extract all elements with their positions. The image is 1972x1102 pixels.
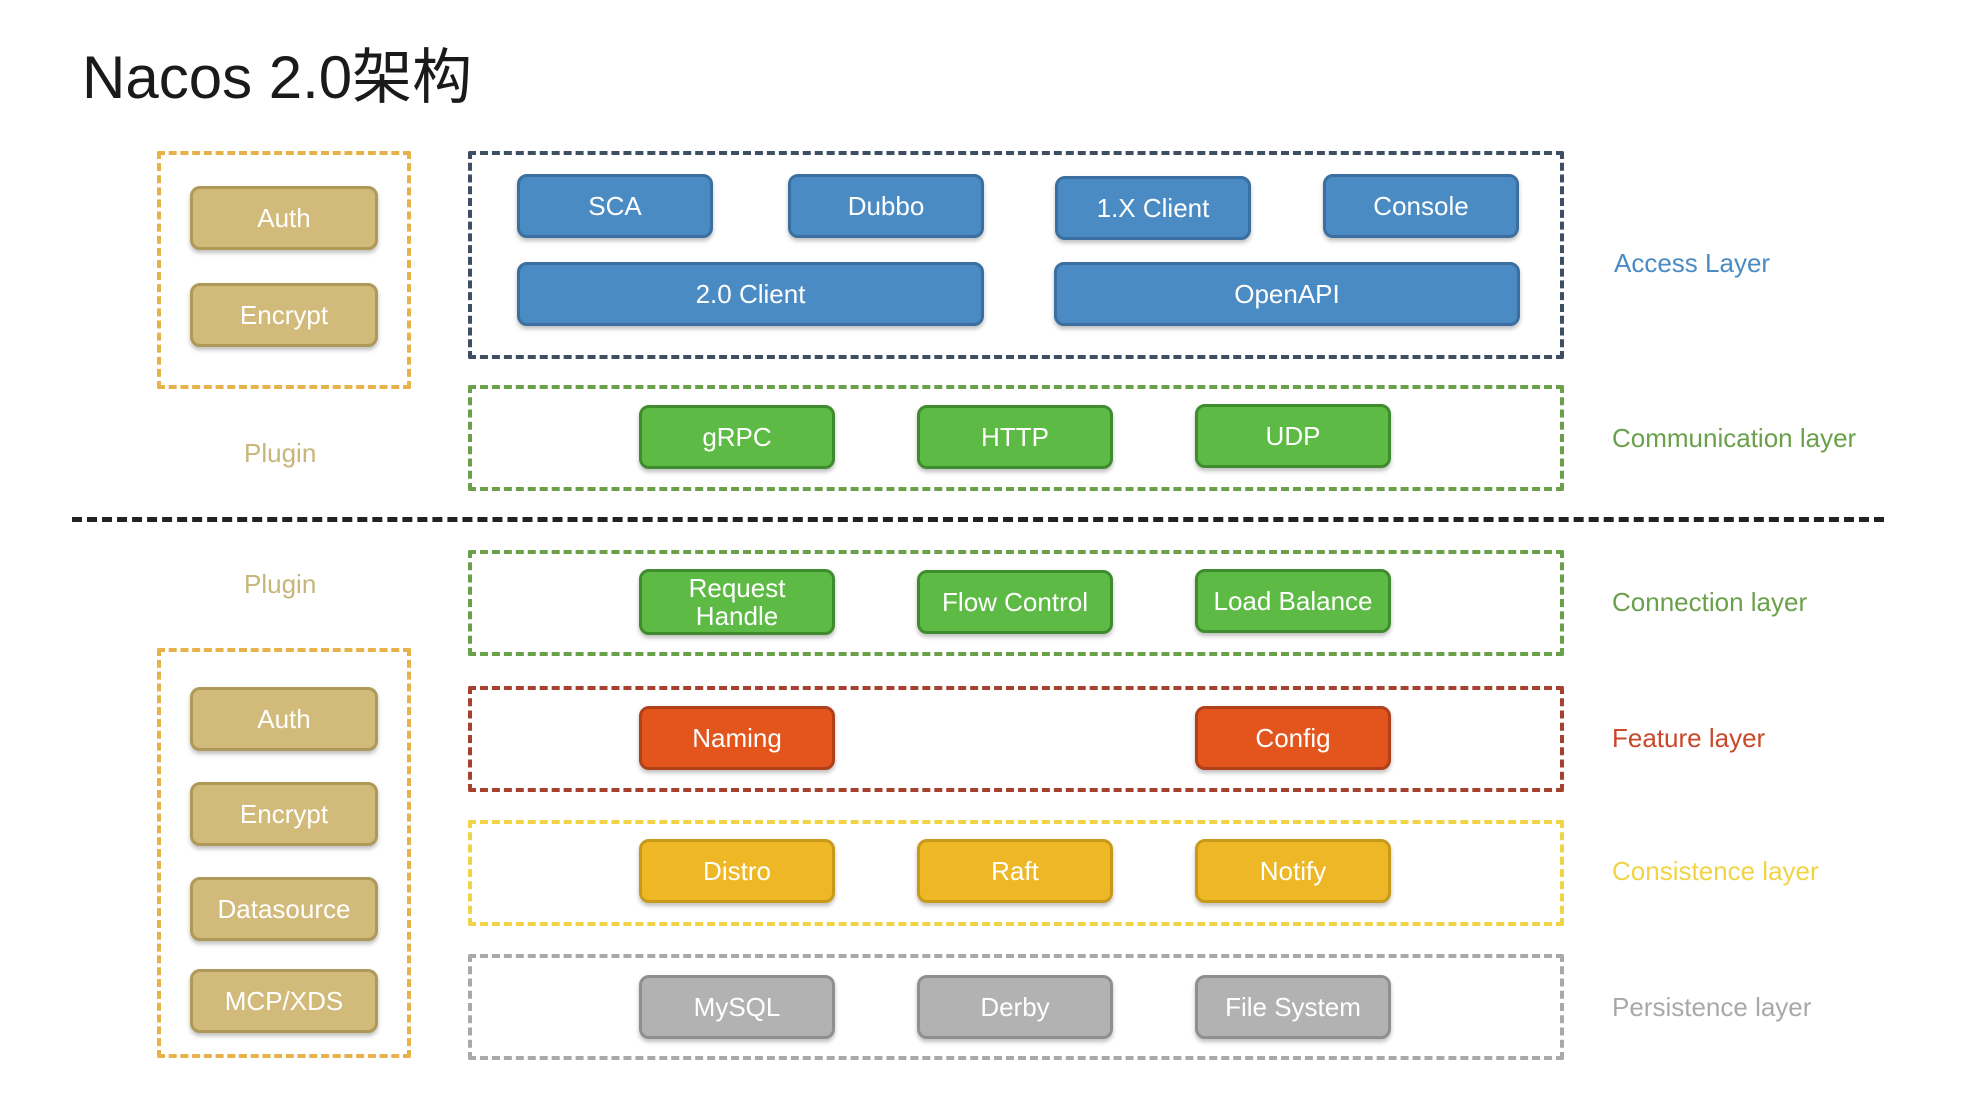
config-box: Config: [1195, 706, 1391, 770]
plugin-label-bottom: Plugin: [244, 569, 317, 599]
access-layer-frame: [468, 151, 1564, 359]
plugin-encrypt-bottom: Encrypt: [190, 782, 378, 846]
plugin-encrypt-top: Encrypt: [190, 283, 378, 347]
udp-box: UDP: [1195, 404, 1391, 468]
plugin-group-top: [157, 151, 411, 389]
dubbo-box: Dubbo: [788, 174, 984, 238]
plugin-auth-top: Auth: [190, 186, 378, 250]
persistence-layer-label: Persistence layer: [1612, 992, 1812, 1022]
load-balance-box: Load Balance: [1195, 569, 1391, 633]
sca-box: SCA: [517, 174, 713, 238]
flow-control-box: Flow Control: [917, 570, 1113, 634]
openapi-box: OpenAPI: [1054, 262, 1520, 326]
raft-box: Raft: [917, 839, 1113, 903]
communication-layer-label: Communication layer: [1612, 423, 1857, 453]
1x-client-box: 1.X Client: [1055, 176, 1251, 240]
plugin-datasource-bottom: Datasource: [190, 877, 378, 941]
consistence-layer-label: Consistence layer: [1612, 856, 1819, 886]
grpc-box: gRPC: [639, 405, 835, 469]
page-title: Nacos 2.0架构: [82, 44, 473, 111]
feature-layer-label: Feature layer: [1612, 723, 1766, 753]
plugin-mcp-xds-bottom: MCP/XDS: [190, 969, 378, 1033]
distro-box: Distro: [639, 839, 835, 903]
console-box: Console: [1323, 174, 1519, 238]
naming-box: Naming: [639, 706, 835, 770]
request-handle-box: Request Handle: [639, 569, 835, 635]
feature-layer-frame: [468, 686, 1564, 792]
consistence-layer-frame: [468, 820, 1564, 926]
file-system-box: File System: [1195, 975, 1391, 1039]
mysql-box: MySQL: [639, 975, 835, 1039]
plugin-label-top: Plugin: [244, 438, 317, 468]
communication-layer-frame: [468, 385, 1564, 491]
persistence-layer-frame: [468, 954, 1564, 1060]
divider-line: [72, 517, 1884, 522]
connection-layer-frame: [468, 550, 1564, 656]
2-0-client-box: 2.0 Client: [517, 262, 984, 326]
plugin-auth-bottom: Auth: [190, 687, 378, 751]
http-box: HTTP: [917, 405, 1113, 469]
derby-box: Derby: [917, 975, 1113, 1039]
plugin-group-bottom: [157, 648, 411, 1058]
connection-layer-label: Connection layer: [1612, 587, 1808, 617]
access-layer-label: Access Layer: [1614, 248, 1771, 278]
notify-box: Notify: [1195, 839, 1391, 903]
